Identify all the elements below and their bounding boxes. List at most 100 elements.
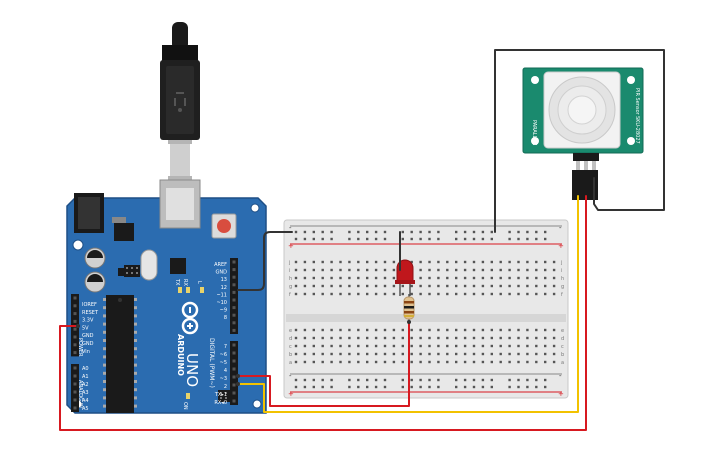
row-letter: c <box>289 344 292 350</box>
row-letter: b <box>289 352 292 358</box>
digital-pin[interactable] <box>232 298 236 302</box>
pin-label: 8 <box>224 315 227 321</box>
analog-in-label: ANALOG IN <box>77 380 83 408</box>
digital-pin[interactable] <box>232 367 236 371</box>
power-pin[interactable] <box>73 319 77 323</box>
pin-label: A1 <box>82 374 89 380</box>
row-letter: i <box>561 268 562 274</box>
power-pin[interactable] <box>73 327 77 331</box>
icsp-header-top <box>124 265 140 277</box>
analog-pin[interactable] <box>73 398 77 402</box>
digital-pin[interactable] <box>232 268 236 272</box>
pin-label: ~5 <box>220 360 227 366</box>
svg-text:ON: ON <box>182 402 188 410</box>
pir-sku-label: SKU-28027 <box>634 116 640 144</box>
svg-text:TX: TX <box>174 278 180 286</box>
analog-pin[interactable] <box>73 390 77 394</box>
rail-plus-top-left: + <box>288 242 294 250</box>
resistor[interactable] <box>403 294 415 322</box>
analog-header[interactable] <box>71 364 79 412</box>
crystal-oscillator <box>140 249 158 281</box>
wire-gnd-to-breadboard <box>237 231 293 291</box>
pin-label: 4 <box>224 368 227 374</box>
analog-pin[interactable] <box>73 374 77 378</box>
pin-label: RESET <box>82 310 99 316</box>
power-pin[interactable] <box>73 351 77 355</box>
breadboard-holes[interactable] <box>294 230 556 389</box>
pin-label: A2 <box>82 382 89 388</box>
digital-pin[interactable] <box>232 391 236 395</box>
row-letter: g <box>561 284 564 290</box>
power-label: POWER <box>77 338 83 357</box>
row-letter: j <box>560 260 562 266</box>
row-letter: j <box>288 260 290 266</box>
atmega-microcontroller <box>103 295 137 413</box>
digital-pin[interactable] <box>232 306 236 310</box>
wires[interactable] <box>59 49 665 431</box>
rail-minus-top-left: - <box>289 224 292 232</box>
capacitors <box>84 247 106 293</box>
on-led: ON <box>182 393 190 410</box>
row-letter: a <box>289 360 292 366</box>
power-pin[interactable] <box>73 304 77 308</box>
digital-pin[interactable] <box>232 313 236 317</box>
rail-minus-bottom-right: - <box>559 372 562 380</box>
pin-label: GND <box>216 270 228 276</box>
row-letter: d <box>561 336 564 342</box>
reset-button[interactable] <box>211 213 237 239</box>
pin-label: 3.3V <box>82 318 94 324</box>
arduino-uno-board[interactable]: ARDUINO UNO DIGITAL (PWM~) POWER ANALOG … <box>66 179 267 414</box>
rail-minus-top-right: - <box>559 224 562 232</box>
row-letter: e <box>561 328 564 334</box>
wire-led-to-pin <box>237 321 410 407</box>
voltage-regulator <box>112 217 134 241</box>
wire-pir-5v <box>59 195 587 431</box>
pir-brand-label: PARALLAX <box>531 120 537 146</box>
pin-label: 13 <box>221 277 227 283</box>
rail-plus-bottom-left: + <box>288 390 294 398</box>
digital-pin[interactable] <box>232 260 236 264</box>
pin-label: IOREF <box>82 302 97 308</box>
digital-pin[interactable] <box>232 399 236 403</box>
digital-pin[interactable] <box>232 283 236 287</box>
digital-pwm-label: DIGITAL (PWM~) <box>208 338 215 388</box>
digital-pin[interactable] <box>232 343 236 347</box>
row-letter: d <box>289 336 292 342</box>
pin-label: 12 <box>221 285 227 291</box>
digital-pin[interactable] <box>232 383 236 387</box>
digital-pin[interactable] <box>232 290 236 294</box>
pin-label: ~10 <box>216 300 227 306</box>
power-pin[interactable] <box>73 343 77 347</box>
power-pin[interactable] <box>73 312 77 316</box>
usb-cable[interactable] <box>160 22 200 180</box>
digital-pin[interactable] <box>232 359 236 363</box>
analog-pin[interactable] <box>73 406 77 410</box>
analog-pin[interactable] <box>73 382 77 386</box>
digital-header-bottom[interactable] <box>230 341 238 405</box>
analog-pin[interactable] <box>73 366 77 370</box>
usb-chip <box>170 258 186 274</box>
digital-pin[interactable] <box>232 328 236 332</box>
row-letter: a <box>561 360 564 366</box>
usb-b-port <box>159 179 201 229</box>
power-pin[interactable] <box>73 296 77 300</box>
digital-pin[interactable] <box>232 275 236 279</box>
row-letter: h <box>289 276 292 282</box>
pin-label: 5V <box>82 325 89 331</box>
pin-label: ~3 <box>220 376 227 382</box>
pir-sensor[interactable]: PIR Sensor SKU-28027 PARALLAX <box>522 67 644 200</box>
smd-chip <box>118 268 126 276</box>
row-letter: h <box>561 276 564 282</box>
digital-pin[interactable] <box>232 375 236 379</box>
power-pin[interactable] <box>73 335 77 339</box>
digital-header-top[interactable] <box>230 258 238 334</box>
pin-label: Vin <box>82 349 90 355</box>
pin-labels: IOREFRESET3.3V5VGNDGNDVinA0A1A2A3A4A5ARE… <box>82 262 227 412</box>
arduino-logo <box>181 301 199 335</box>
arduino-brand-text: ARDUINO <box>176 334 185 376</box>
digital-pin[interactable] <box>232 321 236 325</box>
digital-pin[interactable] <box>232 351 236 355</box>
